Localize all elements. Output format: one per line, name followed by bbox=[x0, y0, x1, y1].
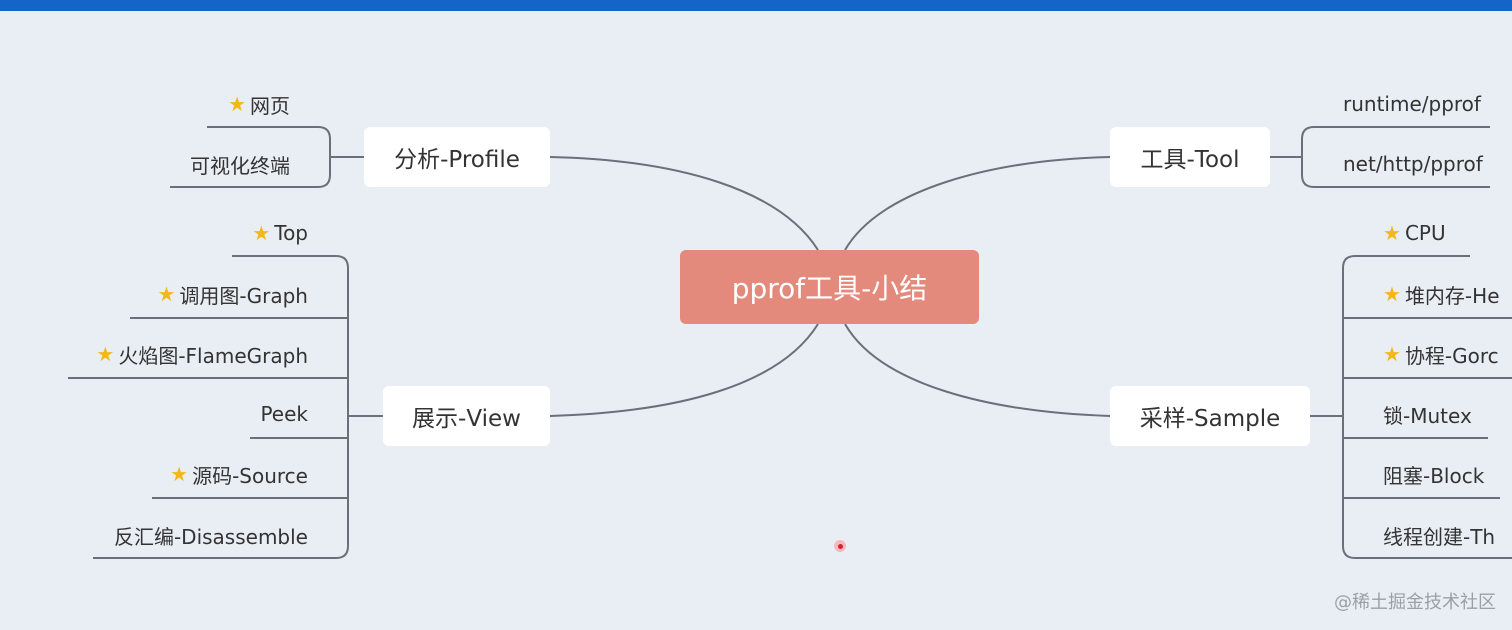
branch-view[interactable]: 展示-View bbox=[383, 386, 550, 446]
center-node[interactable]: pprof工具-小结 bbox=[680, 250, 979, 324]
bracket-view bbox=[93, 255, 349, 559]
leaf-label: 反汇编-Disassemble bbox=[113, 524, 308, 549]
leaf-sample-block[interactable]: 阻塞-Block bbox=[1383, 459, 1503, 489]
leaf-label: 可视化终端 bbox=[190, 153, 290, 178]
leaf-label: 源码-Source bbox=[192, 463, 308, 488]
watermark: @稀土掘金技术社区 bbox=[1334, 592, 1496, 613]
star-icon: ★ bbox=[1383, 282, 1401, 306]
star-icon: ★ bbox=[96, 342, 115, 366]
star-icon: ★ bbox=[170, 462, 189, 486]
top-bar bbox=[0, 0, 1512, 11]
star-icon: ★ bbox=[252, 221, 271, 245]
leaf-tool-runtime[interactable]: runtime/pprof bbox=[1343, 89, 1503, 119]
star-icon: ★ bbox=[1383, 221, 1401, 245]
leaf-sample-heap[interactable]: ★ 堆内存-He bbox=[1383, 279, 1512, 309]
cursor-dot-icon bbox=[834, 540, 846, 552]
link-center-view bbox=[549, 323, 819, 417]
bracket-sample bbox=[1342, 255, 1512, 559]
leaf-label: 协程-Gorc bbox=[1404, 343, 1499, 368]
branch-tool[interactable]: 工具-Tool bbox=[1110, 127, 1270, 187]
leaf-tool-http[interactable]: net/http/pprof bbox=[1343, 149, 1503, 179]
leaf-view-graph[interactable]: ★ 调用图-Graph bbox=[110, 279, 308, 309]
link-center-profile bbox=[549, 156, 819, 251]
star-icon: ★ bbox=[1383, 342, 1401, 366]
leaf-label: net/http/pprof bbox=[1343, 152, 1483, 176]
bracket-tool bbox=[1301, 126, 1490, 188]
link-center-sample bbox=[844, 323, 1111, 417]
leaf-profile-web[interactable]: ★ 网页 bbox=[180, 89, 290, 119]
leaf-label: 火焰图-FlameGraph bbox=[118, 343, 308, 368]
leaf-label: 调用图-Graph bbox=[179, 283, 308, 308]
leaf-label: CPU bbox=[1404, 221, 1446, 245]
leaf-label: Top bbox=[274, 221, 308, 245]
leaf-label: runtime/pprof bbox=[1343, 92, 1481, 116]
leaf-sample-cpu[interactable]: ★ CPU bbox=[1383, 218, 1503, 248]
leaf-label: 网页 bbox=[250, 93, 290, 118]
leaf-label: 锁-Mutex bbox=[1383, 403, 1472, 428]
branch-profile[interactable]: 分析-Profile bbox=[364, 127, 550, 187]
link-center-tool bbox=[844, 156, 1111, 251]
leaf-label: 堆内存-He bbox=[1404, 283, 1500, 308]
leaf-label: 线程创建-Th bbox=[1383, 524, 1496, 549]
leaf-view-disassemble[interactable]: 反汇编-Disassemble bbox=[70, 520, 308, 550]
leaf-sample-threadcreate[interactable]: 线程创建-Th bbox=[1383, 520, 1512, 550]
leaf-profile-terminal[interactable]: 可视化终端 bbox=[150, 149, 290, 179]
leaf-label: Peek bbox=[260, 402, 308, 426]
leaf-label: 阻塞-Block bbox=[1383, 463, 1485, 488]
leaf-view-source[interactable]: ★ 源码-Source bbox=[130, 459, 308, 489]
star-icon: ★ bbox=[228, 92, 246, 116]
branch-sample[interactable]: 采样-Sample bbox=[1110, 386, 1310, 446]
leaf-view-flamegraph[interactable]: ★ 火焰图-FlameGraph bbox=[60, 339, 308, 369]
leaf-view-peek[interactable]: Peek bbox=[200, 399, 308, 429]
leaf-sample-mutex[interactable]: 锁-Mutex bbox=[1383, 399, 1503, 429]
star-icon: ★ bbox=[157, 282, 176, 306]
leaf-view-top[interactable]: ★ Top bbox=[200, 218, 308, 248]
bracket-profile bbox=[170, 126, 331, 188]
leaf-sample-goroutine[interactable]: ★ 协程-Gorc bbox=[1383, 339, 1512, 369]
